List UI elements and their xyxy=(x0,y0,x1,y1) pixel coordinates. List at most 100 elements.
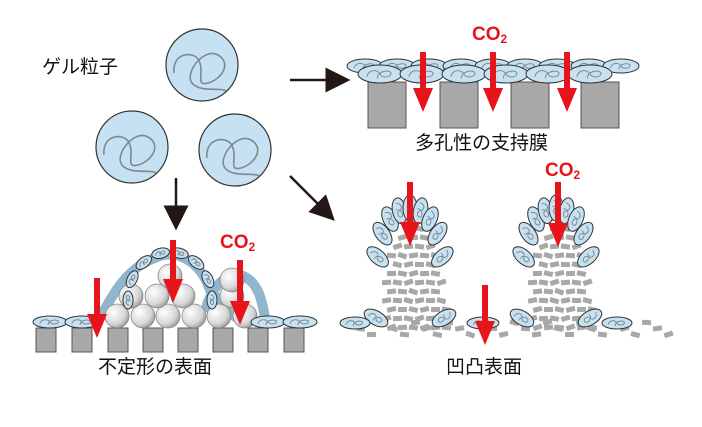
support-fragment xyxy=(565,305,576,313)
support-fragment xyxy=(532,288,543,295)
support-fragment xyxy=(421,324,432,333)
support-fragment xyxy=(408,252,419,259)
support-sphere xyxy=(181,303,207,329)
flattened-gel-particle xyxy=(125,270,139,289)
support-fragment xyxy=(532,305,543,313)
support-block xyxy=(247,327,269,353)
support-fragment xyxy=(397,270,408,277)
flattened-gel-particle xyxy=(187,255,205,270)
flattened-gel-particle xyxy=(518,221,539,246)
support-fragment xyxy=(560,297,571,304)
support-fragment xyxy=(549,278,560,287)
support-block xyxy=(71,327,93,353)
support-fragment xyxy=(419,234,430,241)
flattened-gel-particle xyxy=(122,290,134,310)
support-fragment xyxy=(399,331,410,338)
support-fragment xyxy=(386,305,397,313)
support-fragment xyxy=(403,261,414,268)
support-fragment xyxy=(465,330,476,339)
support-fragment xyxy=(543,233,554,241)
support-fragment xyxy=(419,305,430,313)
flattened-gel-particle xyxy=(509,308,535,328)
support-fragment xyxy=(386,252,397,259)
support-block xyxy=(510,81,550,129)
support-fragment xyxy=(436,297,447,305)
flattened-gel-particle xyxy=(372,221,393,246)
label-porous-support: 多孔性の支持膜 xyxy=(415,132,549,154)
flattened-gel-particle xyxy=(601,316,633,330)
co2-flow-arrows xyxy=(87,52,577,345)
support-fragment xyxy=(498,330,509,338)
arrow-diagonal-icon xyxy=(289,175,335,221)
support-fragment xyxy=(381,297,392,304)
red-arrow-icon xyxy=(230,260,250,325)
support-fragment xyxy=(386,288,397,295)
support-block xyxy=(367,81,407,129)
flattened-gel-particle xyxy=(525,64,571,84)
support-fragment xyxy=(414,243,425,250)
co2-label-uneven: CO2 xyxy=(545,160,581,182)
support-fragment xyxy=(538,279,549,286)
support-fragment xyxy=(403,243,414,250)
red-arrow-icon xyxy=(483,52,503,112)
support-fragment xyxy=(419,288,430,295)
support-fragment xyxy=(576,270,587,277)
support-block xyxy=(177,327,199,353)
flattened-gel-particle xyxy=(602,58,640,74)
gel-particle xyxy=(95,110,169,184)
support-fragment xyxy=(554,269,565,277)
support-fragment xyxy=(582,278,593,287)
flattened-gel-particle xyxy=(567,64,613,84)
support-fragment xyxy=(560,279,571,286)
support-fragment xyxy=(549,296,560,305)
support-fragment xyxy=(549,261,560,268)
support-fragment xyxy=(576,306,587,313)
support-fragment xyxy=(586,324,597,333)
support-fragment xyxy=(408,287,419,296)
support-fragment xyxy=(403,315,414,322)
support-sphere xyxy=(130,303,156,329)
support-fragment xyxy=(381,279,392,286)
flattened-gel-particle xyxy=(573,221,594,246)
red-arrow-icon xyxy=(557,52,577,112)
support-fragment xyxy=(571,297,582,304)
support-fragment xyxy=(532,323,543,332)
support-fragment xyxy=(392,315,403,322)
support-fragment xyxy=(663,330,674,339)
support-fragment xyxy=(652,325,663,332)
red-arrow-icon xyxy=(87,278,107,338)
support-fragment xyxy=(532,252,543,259)
support-fragment xyxy=(565,234,576,241)
support-fragment xyxy=(454,325,465,332)
support-fragment xyxy=(403,278,414,287)
support-fragment xyxy=(532,270,543,277)
flattened-gel-particle xyxy=(151,247,170,259)
support-sphere xyxy=(206,303,232,329)
flattened-gel-particle xyxy=(339,316,371,330)
support-sphere xyxy=(144,283,170,309)
support-fragment xyxy=(392,297,403,304)
support-fragment xyxy=(565,288,576,295)
support-fragment xyxy=(527,297,538,304)
support-block xyxy=(580,81,620,129)
support-fragment xyxy=(414,297,425,304)
support-fragment xyxy=(414,261,425,268)
red-arrow-icon xyxy=(475,285,495,345)
label-gel-particles: ゲル粒子 xyxy=(42,56,119,78)
flattened-gel-particle xyxy=(441,64,487,84)
gel-particle xyxy=(198,113,272,187)
flattened-gel-particle xyxy=(577,308,603,328)
support-fragment xyxy=(565,252,576,259)
co2-label-porous: CO2 xyxy=(472,24,508,46)
flattened-gel-particle xyxy=(357,64,403,84)
support-fragment xyxy=(543,251,554,260)
support-fragment xyxy=(430,288,441,295)
support-fragment xyxy=(554,306,565,314)
support-fragment xyxy=(403,296,414,305)
support-fragment xyxy=(549,243,560,250)
support-fragment xyxy=(425,279,436,286)
support-fragment xyxy=(531,331,542,338)
support-fragment xyxy=(392,261,403,269)
